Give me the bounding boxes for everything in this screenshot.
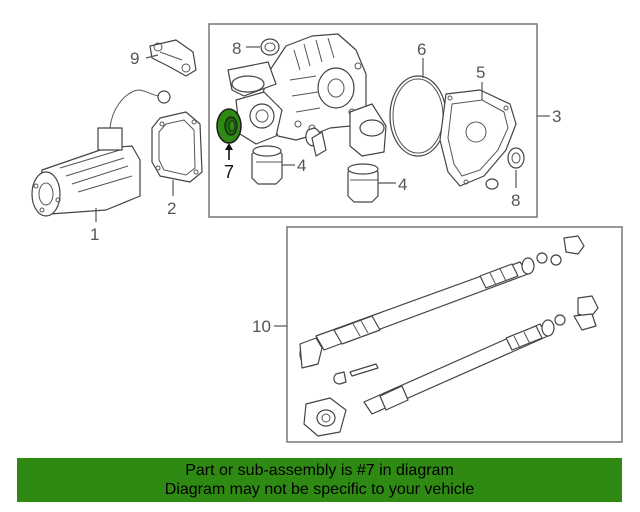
part-2-gasket[interactable] (151, 111, 203, 183)
callout-8a: 8 (232, 39, 241, 58)
callout-9: 9 (130, 49, 139, 68)
part-6-ring-gasket[interactable] (389, 75, 447, 157)
part-4-bushing-right[interactable] (347, 163, 379, 203)
callout-8b: 8 (511, 191, 520, 210)
callout-10: 10 (252, 317, 271, 336)
part-8-seal-lower[interactable] (507, 147, 525, 169)
info-banner: Part or sub-assembly is #7 in diagram Di… (17, 458, 622, 502)
parts-diagram: 1 2 3 4 4 5 6 7 8 8 9 10 (31, 23, 623, 443)
callout-4a: 4 (297, 156, 306, 175)
differential-housing[interactable] (227, 33, 367, 147)
part-10-shaft-lower[interactable] (363, 295, 599, 415)
part-5-cover[interactable] (439, 89, 517, 187)
callout-6: 6 (417, 40, 426, 59)
part-4-bushing-left[interactable] (251, 145, 283, 185)
banner-line-1: Part or sub-assembly is #7 in diagram (185, 462, 454, 479)
leader-9 (145, 54, 159, 59)
part-1-actuator[interactable] (31, 89, 171, 217)
part-9-bracket[interactable] (149, 39, 197, 77)
callout-1: 1 (90, 225, 99, 244)
part-10-shaft-upper[interactable] (299, 235, 585, 369)
callout-4b: 4 (398, 175, 407, 194)
propeller-shaft-box (286, 226, 623, 443)
leader-7-arrow (225, 143, 233, 150)
callout-5: 5 (476, 63, 485, 82)
shaft-bolt (333, 363, 379, 385)
part-8-seal-upper[interactable] (260, 38, 280, 56)
callout-3: 3 (552, 107, 561, 126)
drain-plug (485, 178, 499, 190)
mount-bracket (349, 103, 387, 157)
banner-line-2: Diagram may not be specific to your vehi… (164, 481, 475, 498)
part-7-seal-highlighted[interactable] (216, 108, 242, 144)
callout-2: 2 (167, 199, 176, 218)
rear-differential-box (208, 23, 538, 218)
mount-cone (311, 131, 327, 157)
callout-7: 7 (224, 162, 234, 182)
shaft-support-bearing[interactable] (303, 397, 347, 437)
